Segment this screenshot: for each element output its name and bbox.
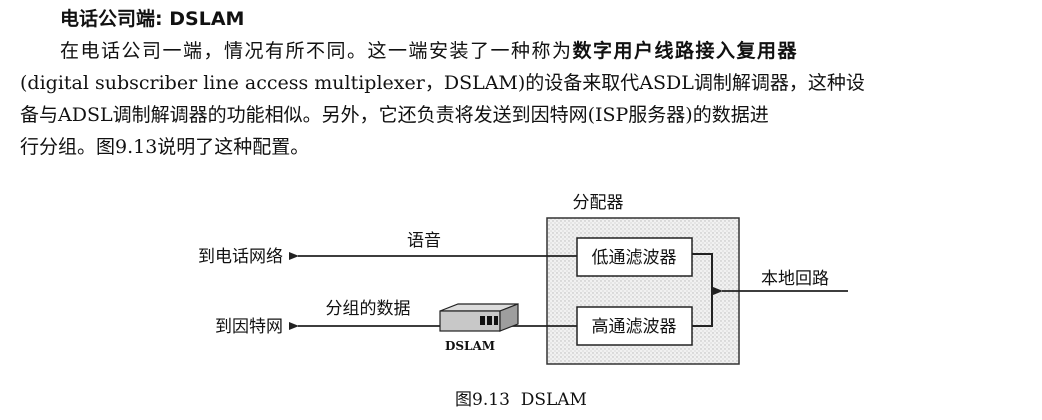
splitter-label: 分配器 [573,193,624,213]
low-pass-filter-box [576,237,693,277]
heading-separator: : [155,8,163,30]
low-pass-filter-label: 低通滤波器 [592,248,677,268]
local-loop-label: 本地回路 [761,269,829,289]
high-pass-filter-label: 高通滤波器 [592,317,677,337]
caption-title: DSLAM [520,390,587,410]
to-internet-label: 到因特网 [215,317,283,337]
figure-caption: 图9.13 DSLAM [0,385,1042,410]
paragraph-line-1-term: 数字用户线路接入复用器 [572,40,799,62]
filter-bracket [692,253,713,327]
section-heading: 电话公司端: DSLAM [60,6,244,32]
dslam-device-label: DSLAM [445,339,495,353]
paragraph-line-4: 行分组。图9.13说明了这种配置。 [20,136,310,158]
caption-number: 图9.13 [455,390,510,410]
paragraph-line-3: 备与ADSL调制解调器的功能相似。另外，它还负责将发送到因特网(ISP服务器)的… [20,104,769,126]
paragraph-line-1: 在电话公司一端，情况有所不同。这一端安装了一种称为数字用户线路接入复用器 [60,36,1030,66]
paragraph-line-2: (digital subscriber line access multiple… [20,72,865,94]
voice-label: 语音 [407,231,441,251]
heading-label: 电话公司端 [60,8,156,30]
dslam-device [439,303,519,332]
packet-data-label: 分组的数据 [326,299,411,319]
dslam-figure: 分配器 低通滤波器 高通滤波器 本地回路 语音 到电话网络 DSLAM 分组的数… [198,193,848,365]
paragraph-line-1-text: 在电话公司一端，情况有所不同。这一端安装了一种称为 [60,40,573,62]
heading-term: DSLAM [169,8,245,30]
to-phone-network-label: 到电话网络 [198,247,283,267]
high-pass-filter-box [576,306,693,346]
